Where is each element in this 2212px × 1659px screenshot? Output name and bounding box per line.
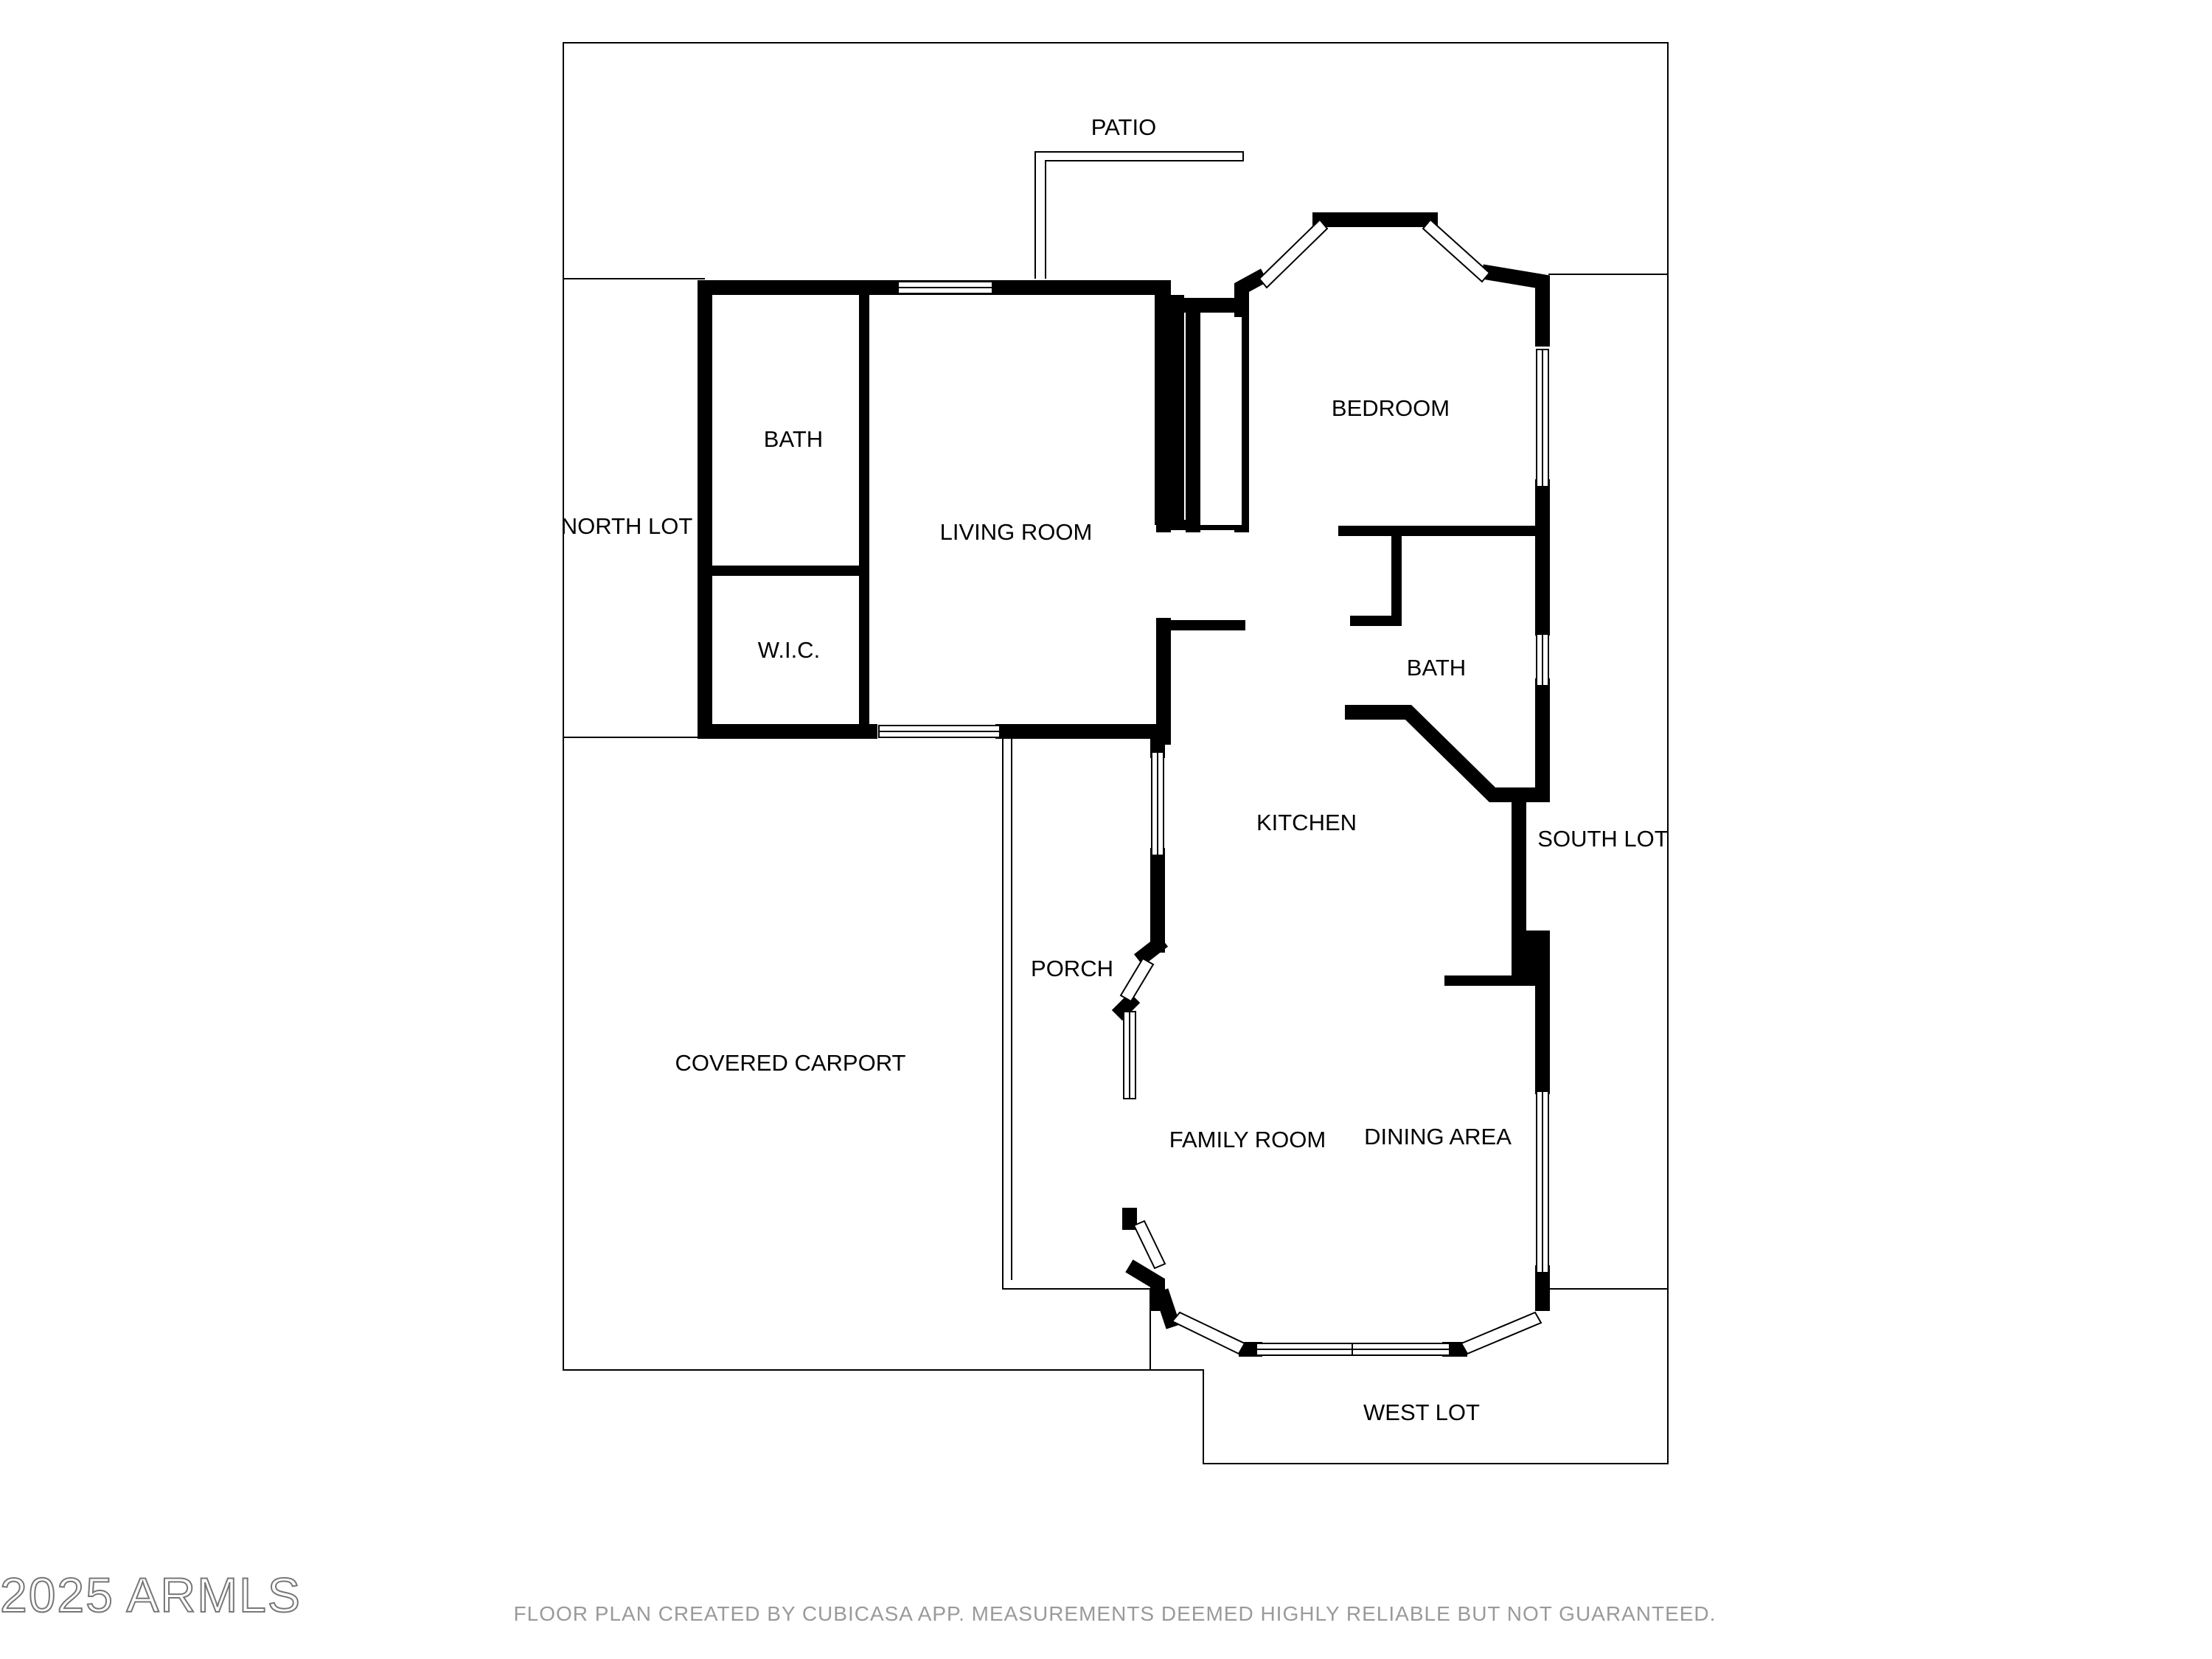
label-dining-area: DINING AREA (1364, 1124, 1512, 1150)
window-bedroom-nw (1258, 218, 1329, 289)
label-north-lot: NORTH LOT (561, 513, 693, 539)
walls (698, 212, 1550, 1357)
window-kitchen-west (1151, 751, 1164, 856)
watermark-logo: 2025 ARMLS (0, 1568, 302, 1622)
window-family-nw (1119, 957, 1155, 1003)
label-bath-2: BATH (1407, 655, 1466, 681)
window-dining-se (1460, 1311, 1543, 1355)
label-bath-1: BATH (764, 426, 823, 452)
window-living-north (897, 281, 993, 294)
label-patio: PATIO (1091, 114, 1156, 140)
room-labels: PATIO BEDROOM BATH LIVING ROOM NORTH LOT… (561, 114, 1669, 1425)
window-family-west (1123, 1011, 1136, 1099)
label-family-room: FAMILY ROOM (1169, 1127, 1326, 1152)
label-kitchen: KITCHEN (1256, 810, 1357, 835)
label-living-room: LIVING ROOM (940, 519, 1093, 545)
label-porch: PORCH (1031, 956, 1113, 981)
footer-disclaimer: FLOOR PLAN CREATED BY CUBICASA APP. MEAS… (514, 1602, 1717, 1625)
label-wic: W.I.C. (758, 637, 820, 663)
label-west-lot: WEST LOT (1363, 1399, 1480, 1425)
label-bedroom: BEDROOM (1332, 395, 1450, 421)
window-bedroom-east (1536, 349, 1549, 487)
window-family-sw (1133, 1220, 1166, 1270)
window-living-south (878, 725, 1001, 738)
window-family-south-1 (1171, 1311, 1246, 1355)
window-family-south-2 (1256, 1343, 1450, 1356)
windows (878, 218, 1549, 1356)
site-outline (563, 42, 1669, 1464)
window-dining-east (1536, 1091, 1549, 1273)
label-south-lot: SOUTH LOT (1537, 826, 1668, 852)
window-bath2-east (1536, 633, 1549, 686)
label-covered-carport: COVERED CARPORT (675, 1050, 906, 1076)
window-bedroom-ne (1422, 218, 1491, 283)
